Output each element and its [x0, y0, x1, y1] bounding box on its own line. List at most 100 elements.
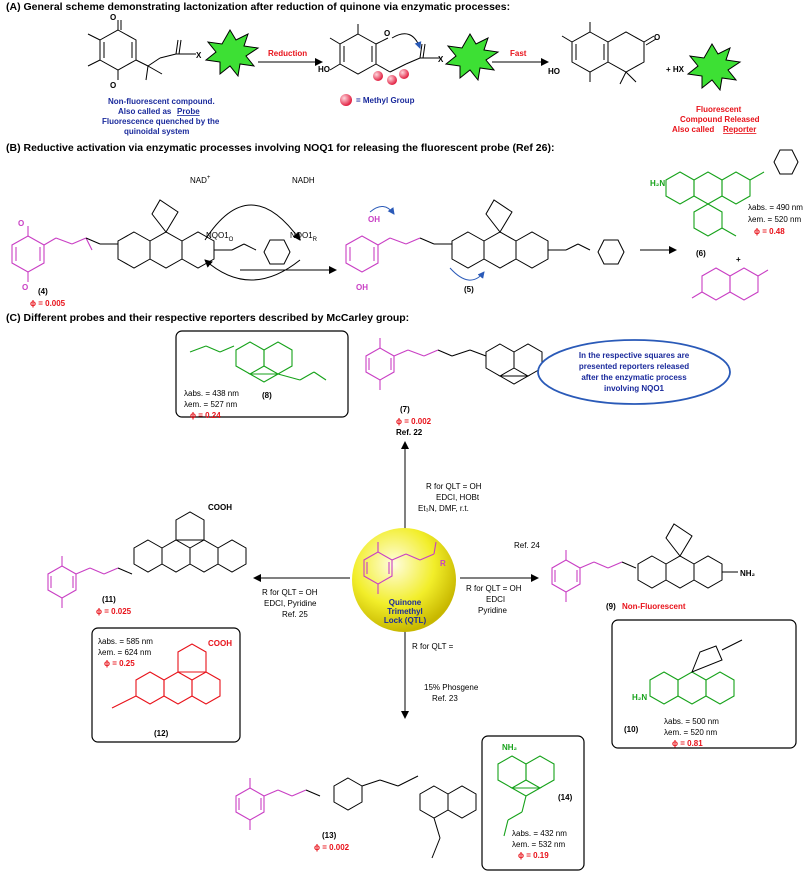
plus-hx-label: + HX [666, 65, 685, 74]
cmp14-em: λem. = 532 nm [512, 840, 565, 849]
cmp8-em: λem. = 527 nm [184, 400, 237, 409]
compound-8-structure [189, 341, 327, 383]
section-c-title: (C) Different probes and their respectiv… [6, 312, 409, 324]
fast-label: Fast [510, 49, 527, 58]
cmp12-label: (12) [154, 729, 169, 738]
cmp13-phi: ϕ = 0.002 [314, 843, 350, 852]
cond-down-line2: 15% Phosgene [424, 683, 479, 692]
cmp6-h2n: H₂N [650, 179, 665, 188]
cond-left-line3: Ref. 25 [282, 610, 308, 619]
part-a-probe-structure: O O X [87, 13, 202, 90]
probe-desc-line3: Fluorescence quenched by the [102, 117, 220, 126]
compound-9-structure [551, 523, 738, 602]
cond-right-line1: R for QLT = OH [466, 584, 522, 593]
compound-11-structure [47, 511, 247, 608]
part-a-hydroquinone: HO O X [318, 24, 444, 85]
compound-12-structure [111, 643, 221, 709]
cmp6-phi: ϕ = 0.48 [754, 227, 785, 236]
a-oxygen-bottom: O [110, 81, 116, 90]
probe-desc-line1: Non-fluorescent compound. [108, 97, 215, 106]
cmp13-label: (13) [322, 831, 337, 840]
cmp9-nonfluor: Non-Fluorescent [622, 602, 686, 611]
qtl-r-label: R [440, 559, 446, 568]
starburst-icon-2 [444, 33, 500, 82]
cond-down-line3: Ref. 23 [432, 694, 458, 703]
probe-desc-line2: Also called as [118, 107, 172, 116]
compound-7-structure [365, 338, 543, 390]
cmp14-phi: ϕ = 0.19 [518, 851, 549, 860]
reporter-desc-word: Reporter [723, 125, 756, 134]
cond-left-line1: R for QLT = OH [262, 588, 318, 597]
cmp12-cooh: COOH [208, 639, 232, 648]
bubble-line3: after the enzymatic process [581, 373, 687, 382]
cmp5-oh-top: OH [368, 215, 380, 224]
nadh-label: NADH [292, 176, 315, 185]
lactone-ho-label: HO [548, 67, 560, 76]
a-o-minus: O [384, 29, 390, 38]
cond-right-line3: Pyridine [478, 606, 507, 615]
cmp14-label: (14) [558, 793, 573, 802]
cond-left-line2: EDCI, Pyridine [264, 599, 317, 608]
probe-desc-line4: quinoidal system [124, 127, 189, 136]
cmp7-ref: Ref. 22 [396, 428, 423, 437]
section-b-title: (B) Reductive activation via enzymatic p… [6, 142, 554, 154]
methyl-legend-ball [340, 94, 352, 106]
compound-13-structure [235, 775, 477, 859]
a-x2-label: X [438, 55, 444, 64]
cmp14-abs: λabs. = 432 nm [512, 829, 567, 838]
cmp11-label: (11) [102, 595, 116, 604]
a-ho-label: HO [318, 65, 330, 74]
qtl-text1: Quinone [389, 598, 422, 607]
bubble-line4: involving NQO1 [604, 384, 665, 393]
nqo1o-label: NQO1O [206, 231, 234, 243]
cmp8-phi: ϕ = 0.24 [190, 411, 221, 420]
reporter-desc-line2: Compound Released [680, 115, 760, 124]
cmp9-nh2: NH₂ [740, 569, 756, 578]
nad-cycle-arrow-top [204, 204, 301, 241]
cmp6-plus: + [736, 255, 741, 264]
compound-5-structure [345, 199, 625, 281]
cmp4-phi: ϕ = 0.005 [30, 299, 66, 308]
cmp8-abs: λabs. = 438 nm [184, 389, 239, 398]
bubble-line2: presented reporters released [579, 362, 689, 371]
cmp12-phi: ϕ = 0.25 [104, 659, 135, 668]
lactone-byproduct-structure [691, 267, 769, 301]
reporter-10-box [611, 619, 797, 749]
cmp10-abs: λabs. = 500 nm [664, 717, 719, 726]
compound-10-structure [649, 639, 743, 705]
methyl-legend-text: = Methyl Group [356, 96, 415, 105]
cmp11-cooh: COOH [208, 503, 232, 512]
cmp10-em: λem. = 520 nm [664, 728, 717, 737]
compound-4-structure [11, 199, 291, 282]
qtl-text2: Trimethyl [387, 607, 423, 616]
cond-up-line3: Et₃N, DMF, r.t. [418, 504, 469, 513]
cond-up-line2: EDCI, HOBt [436, 493, 480, 502]
cmp7-label: (7) [400, 405, 410, 414]
qtl-text3: Lock (QTL) [384, 616, 427, 625]
cmp6-label: (6) [696, 249, 706, 258]
cmp7-phi: ϕ = 0.002 [396, 417, 432, 426]
nad-label: NAD+ [190, 175, 211, 185]
cmp4-o-top: O [18, 219, 24, 228]
reporter-desc-line1: Fluorescent [696, 105, 742, 114]
compound-14-structure [497, 755, 555, 837]
cmp12-em: λem. = 624 nm [98, 648, 151, 657]
reporter-14-box [481, 735, 585, 871]
bubble-line1: In the respective squares are [579, 351, 690, 360]
qtl-ball [352, 528, 456, 632]
nad-cycle-arrow-bottom [204, 259, 301, 281]
cmp6-abs: λabs. = 490 nm [748, 203, 803, 212]
cmp10-h2n: H₂N [632, 693, 647, 702]
cmp8-label: (8) [262, 391, 272, 400]
reporter-12-box [91, 627, 241, 743]
cmp5-oh-bottom: OH [356, 283, 368, 292]
cmp9-label: (9) [606, 602, 616, 611]
compound-6-structure [665, 149, 799, 237]
cmp12-abs: λabs. = 585 nm [98, 637, 153, 646]
probe-desc-word: Probe [177, 107, 200, 116]
cmp5-label: (5) [464, 285, 474, 294]
info-bubble [537, 339, 731, 405]
qtl-core-structure [363, 541, 437, 594]
cmp11-phi: ϕ = 0.025 [96, 607, 132, 616]
